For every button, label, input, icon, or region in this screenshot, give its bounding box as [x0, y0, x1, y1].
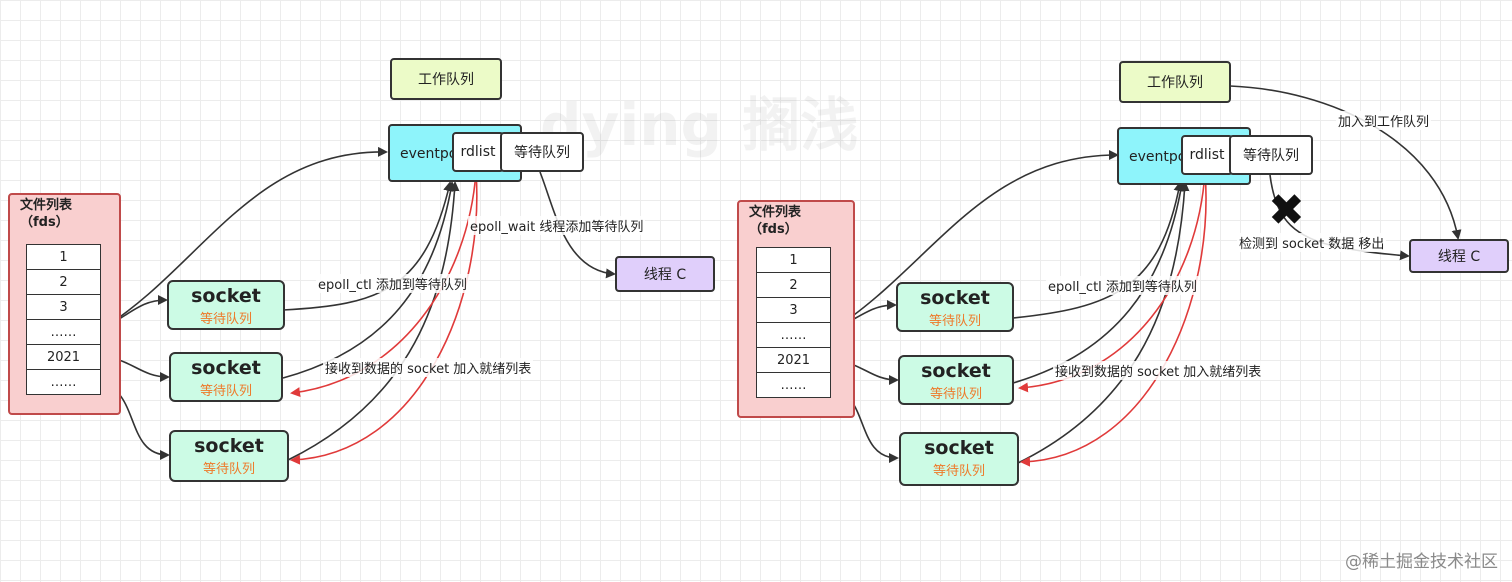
fd-item: 1	[26, 244, 101, 270]
fd-item: 2021	[756, 347, 831, 373]
arrow-socket2-to-eventpoll-right	[1012, 181, 1186, 384]
red-arrow-rdlist-to-socket3-right	[1020, 171, 1207, 467]
arrow-fds-to-eventpoll	[99, 146, 388, 331]
thread-c-box-right: 线程 C	[1409, 239, 1509, 273]
socket-title: socket	[191, 357, 261, 379]
file-list-title-right: 文件列表 （fds）	[749, 204, 801, 238]
work-queue-box-right: 工作队列	[1119, 61, 1231, 103]
join-work-queue-label: 加入到工作队列	[1336, 111, 1432, 130]
socket-box: socket 等待队列	[167, 280, 285, 330]
socket-title-right: socket	[920, 287, 990, 309]
socket-box-right: socket 等待队列	[899, 432, 1019, 486]
wait-queue-box-right: 等待队列	[1229, 135, 1313, 175]
work-queue-box: 工作队列	[390, 58, 502, 100]
file-list-title-line1-right: 文件列表	[749, 205, 802, 220]
watermark: dying 搁浅	[540, 91, 859, 159]
thread-c-label-right: 线程 C	[1437, 249, 1481, 265]
fd-item: ……	[756, 372, 831, 398]
file-list-title-line2: （fds）	[20, 215, 69, 230]
socket-title-right: socket	[924, 437, 994, 459]
arrow-socket3-to-eventpoll	[287, 181, 460, 461]
socket-title-right: socket	[921, 360, 991, 382]
x-mark-icon: ✖	[1268, 185, 1305, 236]
receive-label: 接收到数据的 socket 加入就绪列表	[323, 358, 534, 377]
red-arrow-rdlist-to-socket2-right	[1018, 171, 1206, 393]
socket-wait-queue-right: 等待队列	[928, 314, 981, 329]
file-list-title-line2-right: （fds）	[749, 222, 798, 237]
fd-item: 2	[756, 272, 831, 298]
eventpoll-label-right: eventpoll	[1129, 149, 1195, 165]
rdlist-box-right: rdlist	[1181, 135, 1233, 175]
detect-remove-label: 检测到 socket 数据 移出	[1237, 233, 1387, 252]
thread-c-box: 线程 C	[615, 256, 715, 292]
socket-box: socket 等待队列	[169, 352, 283, 402]
socket-box-right: socket 等待队列	[898, 355, 1014, 405]
socket-title: socket	[191, 285, 261, 307]
fd-item: 2	[26, 269, 101, 295]
fd-item: 3	[26, 294, 101, 320]
socket-wait-queue-right: 等待队列	[929, 387, 982, 402]
socket-wait-queue: 等待队列	[199, 384, 252, 399]
socket-wait-queue-right: 等待队列	[932, 464, 985, 479]
wait-queue-box: 等待队列	[500, 132, 584, 172]
wait-queue-label: 等待队列	[514, 145, 570, 161]
epoll-ctl-label: epoll_ctl 添加到等待队列	[316, 274, 469, 293]
receive-label-right: 接收到数据的 socket 加入就绪列表	[1053, 361, 1264, 380]
footer-credit: @稀土掘金技术社区	[1345, 552, 1498, 572]
red-arrow-rdlist-to-socket3	[290, 171, 478, 465]
thread-c-label: 线程 C	[643, 267, 687, 283]
work-queue-label-right: 工作队列	[1147, 75, 1203, 91]
socket-wait-queue: 等待队列	[199, 312, 252, 327]
socket-box-right: socket 等待队列	[896, 282, 1014, 332]
rdlist-box: rdlist	[452, 132, 504, 172]
rdlist-label: rdlist	[460, 144, 496, 160]
fd-item: 1	[756, 247, 831, 273]
epoll-ctl-label-right: epoll_ctl 添加到等待队列	[1046, 276, 1199, 295]
arrow-socket2-to-eventpoll	[282, 181, 456, 379]
rdlist-label-right: rdlist	[1189, 147, 1225, 163]
arrow-waitqueue-to-thread	[539, 171, 616, 279]
work-queue-label: 工作队列	[418, 72, 474, 88]
arrow-socket1-to-eventpoll-right	[1012, 181, 1184, 319]
fd-item: 2021	[26, 344, 101, 370]
epoll-wait-label: epoll_wait 线程添加等待队列	[468, 216, 646, 235]
socket-wait-queue: 等待队列	[202, 462, 255, 477]
fd-item: ……	[26, 369, 101, 395]
red-arrow-rdlist-to-socket2	[290, 171, 477, 398]
arrow-fds-to-eventpoll-right	[828, 150, 1119, 333]
fd-item: 3	[756, 297, 831, 323]
wait-queue-label-right: 等待队列	[1243, 148, 1299, 164]
fd-item: ……	[26, 319, 101, 345]
fd-item: ……	[756, 322, 831, 348]
socket-box: socket 等待队列	[169, 430, 289, 482]
socket-title: socket	[194, 435, 264, 457]
file-list-title: 文件列表 （fds）	[20, 197, 72, 231]
eventpoll-label: eventpoll	[400, 146, 466, 162]
file-list-title-line1: 文件列表	[20, 198, 73, 213]
arrow-socket3-to-eventpoll-right	[1017, 181, 1190, 464]
